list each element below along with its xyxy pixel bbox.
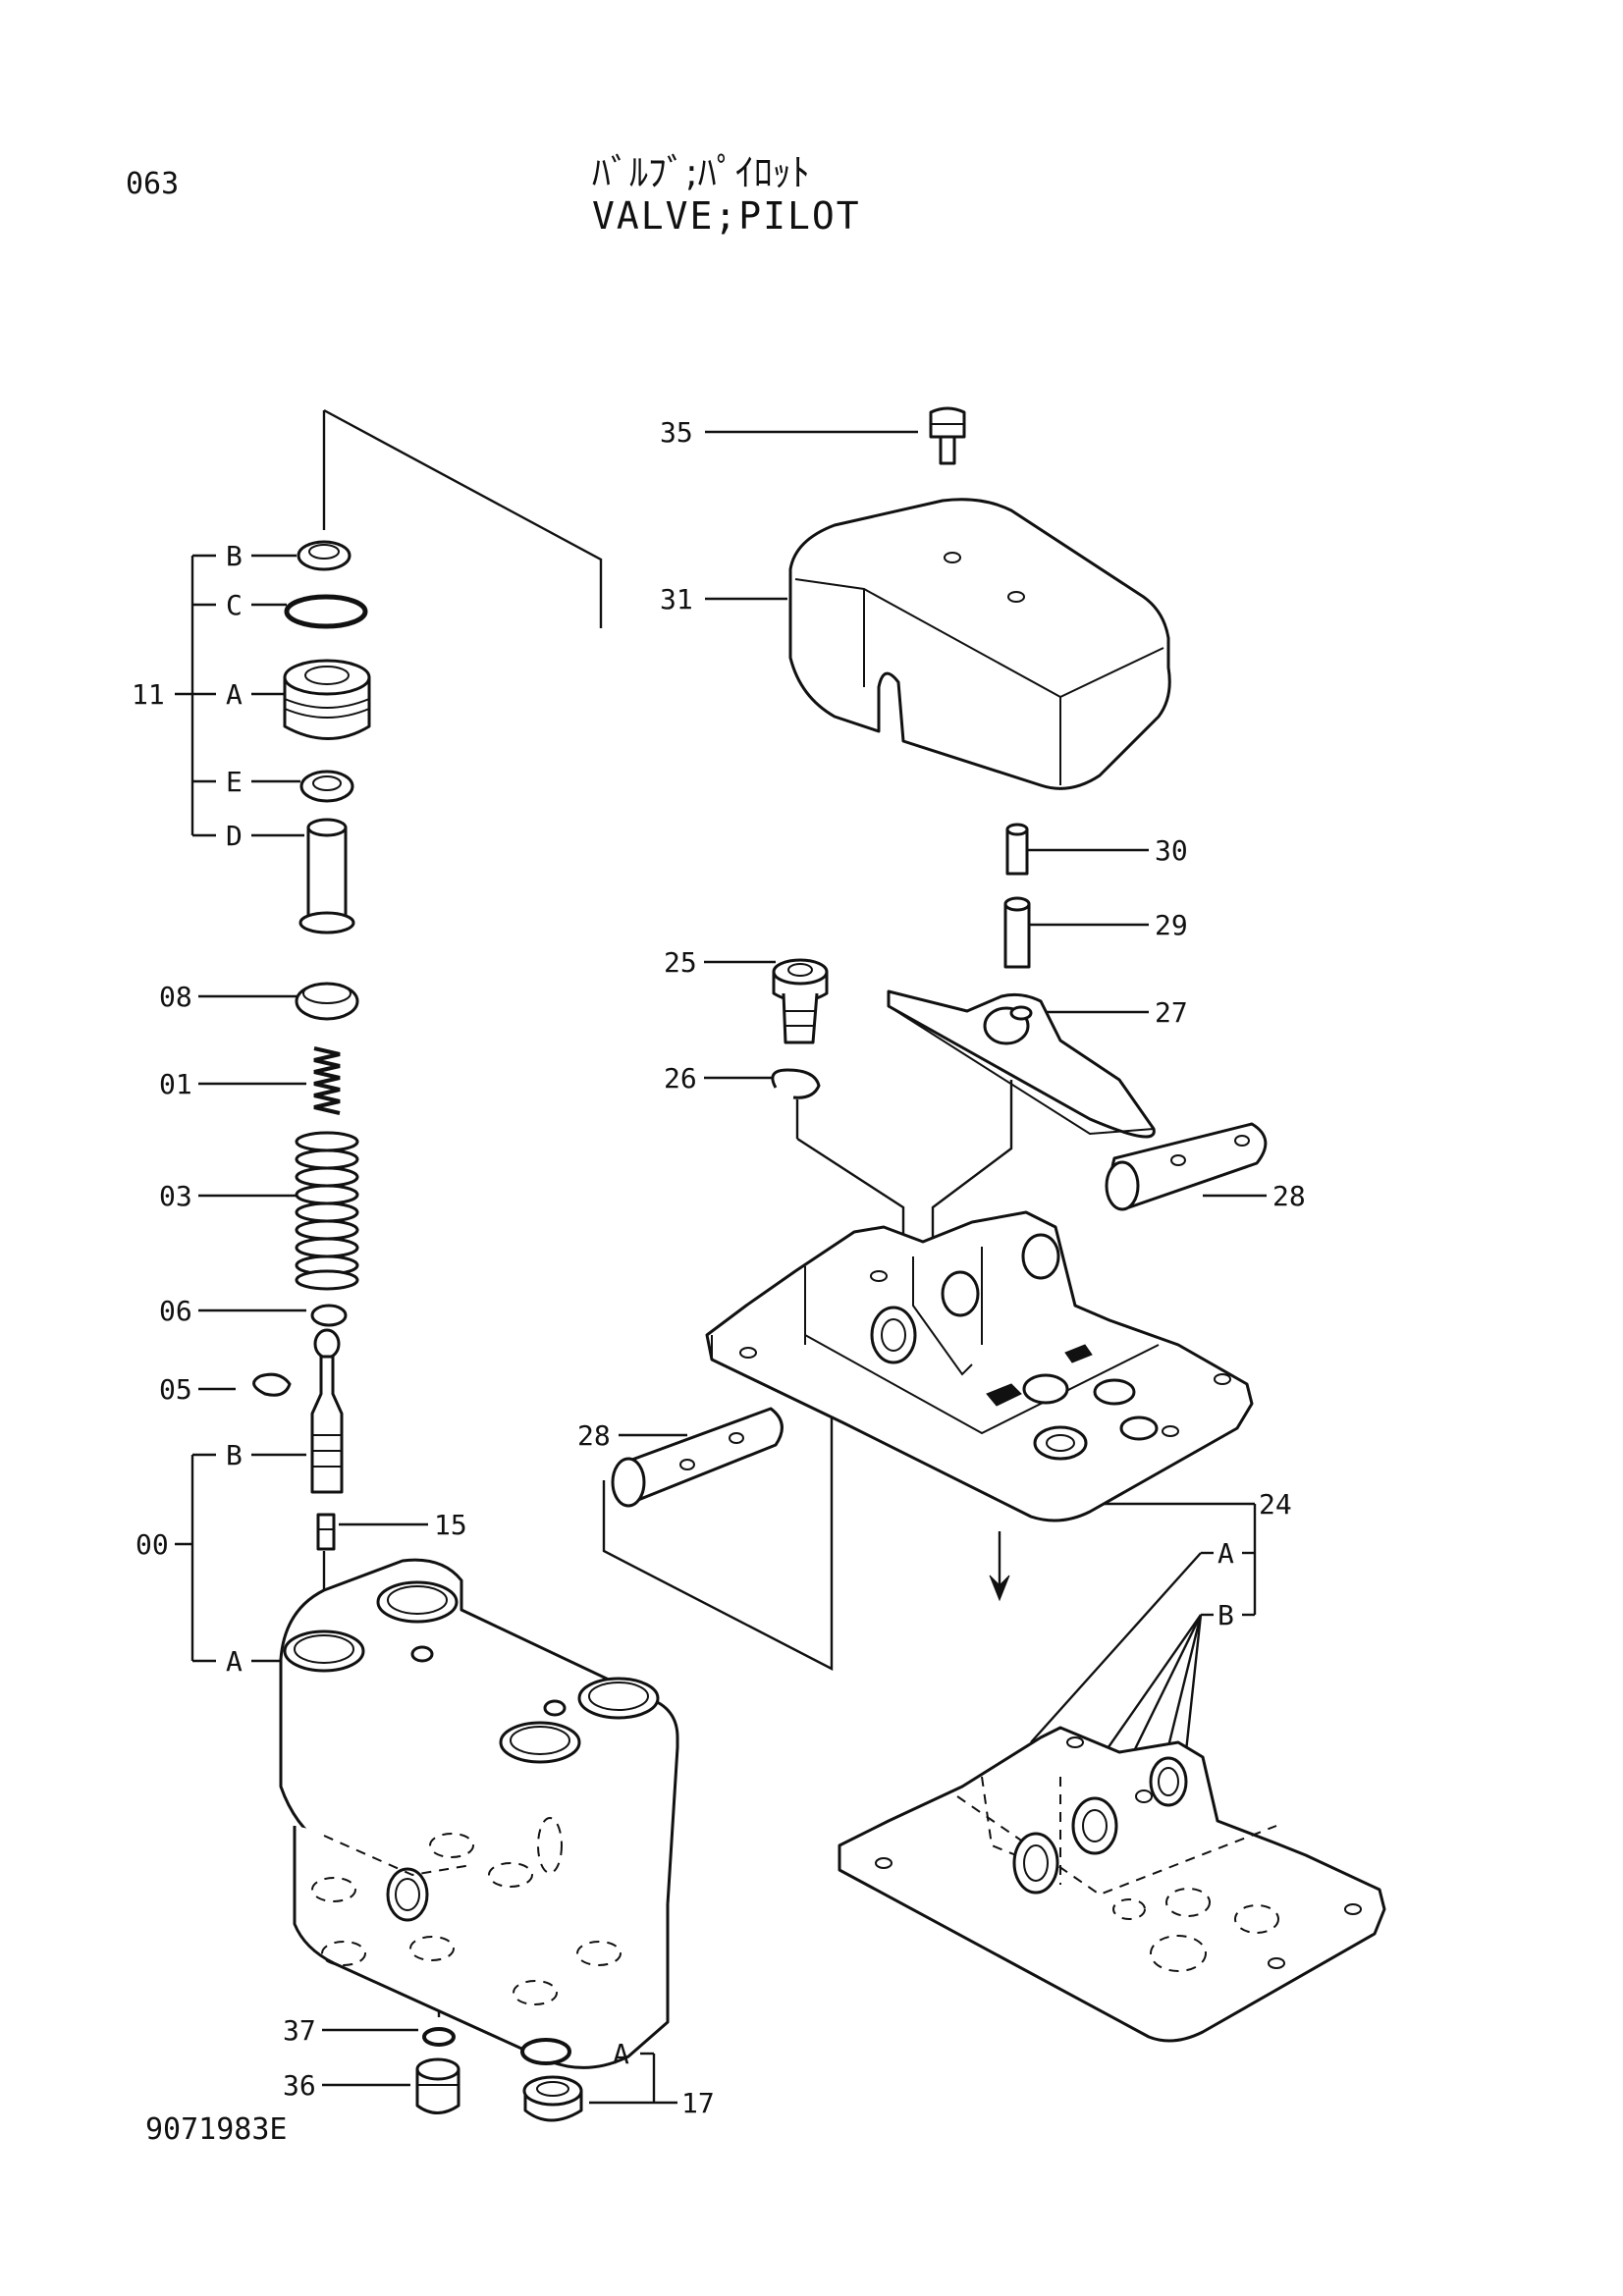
label-30: 30 <box>1155 834 1188 867</box>
label-35: 35 <box>660 416 693 449</box>
label-26: 26 <box>664 1062 697 1095</box>
title-english: VALVE;PILOT <box>592 194 861 238</box>
pin-30 <box>1005 823 1029 876</box>
label-28-upper: 28 <box>1272 1180 1306 1212</box>
label-06: 06 <box>159 1295 192 1327</box>
spring-01 <box>313 1046 341 1115</box>
label-11-e: E <box>226 766 243 798</box>
seal-b-11 <box>297 540 352 571</box>
o-ring-a-17 <box>520 2038 571 2065</box>
plate-24-detail-view <box>838 1726 1386 2043</box>
label-08: 08 <box>159 981 192 1013</box>
plug-17 <box>522 2075 583 2122</box>
label-03: 03 <box>159 1180 192 1212</box>
washer-06 <box>310 1304 348 1327</box>
o-ring-c-11 <box>284 594 368 629</box>
label-00: 00 <box>135 1528 169 1561</box>
title-japanese: ﾊﾞﾙﾌﾞ;ﾊﾟｲﾛｯﾄ <box>592 151 810 194</box>
page-number: 063 <box>126 167 180 201</box>
label-27: 27 <box>1155 996 1188 1029</box>
bolt-35 <box>929 406 966 465</box>
sleeve-29 <box>1003 896 1031 969</box>
label-05: 05 <box>159 1373 192 1406</box>
label-37: 37 <box>283 2014 316 2047</box>
label-28-lower: 28 <box>577 1419 611 1452</box>
casing-a-00 <box>279 1558 679 2069</box>
label-01: 01 <box>159 1068 192 1100</box>
snap-ring-26 <box>771 1068 821 1099</box>
pin-15 <box>316 1513 336 1551</box>
plug-a-11 <box>283 659 371 740</box>
plug-36 <box>415 2057 460 2114</box>
pin-28-upper <box>1105 1122 1268 1211</box>
label-00-a: A <box>226 1645 243 1678</box>
label-17-a: A <box>613 2038 629 2070</box>
bolt-25 <box>772 958 829 1044</box>
plate-24 <box>705 1210 1254 1522</box>
cover-31 <box>788 498 1171 790</box>
label-31: 31 <box>660 583 693 615</box>
snap-ring-05 <box>252 1372 292 1397</box>
label-24-b: B <box>1217 1599 1234 1631</box>
label-29: 29 <box>1155 909 1188 941</box>
label-11: 11 <box>132 678 165 711</box>
label-24-a: A <box>1217 1537 1234 1570</box>
drawing-number: 9071983E <box>145 2112 288 2147</box>
label-00-b: B <box>226 1439 243 1471</box>
label-11-b: B <box>226 540 243 572</box>
callout-labels: 11 B C A E D 08 01 03 06 05 00 B A 15 37… <box>132 416 1306 2119</box>
label-25: 25 <box>664 946 697 979</box>
o-ring-37 <box>422 2027 456 2047</box>
cam-27 <box>887 989 1156 1139</box>
seal-e-11 <box>299 770 354 803</box>
label-36: 36 <box>283 2069 316 2102</box>
label-11-a: A <box>226 678 243 711</box>
label-11-d: D <box>226 820 243 852</box>
pin-28-lower <box>611 1407 784 1508</box>
label-24: 24 <box>1259 1488 1292 1521</box>
label-11-c: C <box>226 589 243 621</box>
spring-03 <box>295 1131 359 1291</box>
label-17: 17 <box>681 2087 715 2119</box>
label-15: 15 <box>434 1509 467 1541</box>
spool-00 <box>310 1328 344 1494</box>
seal-08 <box>295 982 359 1021</box>
pusher-d-11 <box>298 818 355 934</box>
